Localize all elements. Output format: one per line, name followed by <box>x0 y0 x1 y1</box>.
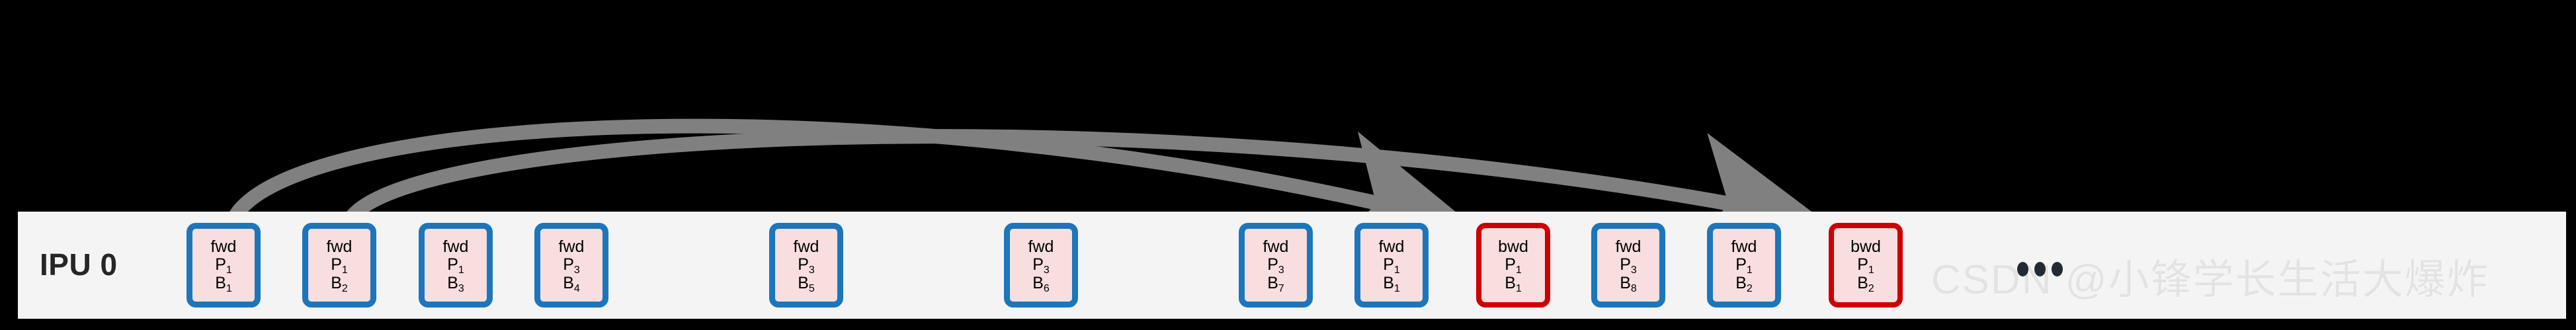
box-stage-label: P1 <box>1735 255 1753 276</box>
box-op-label: fwd <box>1615 237 1641 256</box>
box-op-label: fwd <box>1028 237 1054 256</box>
box-stage-label: P1 <box>215 255 232 276</box>
box-op-label: bwd <box>1498 237 1528 256</box>
box-stage-label: P3 <box>1267 255 1284 276</box>
box-batch-label: B1 <box>215 274 232 295</box>
box-stage-label: P1 <box>1857 255 1874 276</box>
box-batch-label: B2 <box>331 274 348 295</box>
ellipsis-indicator <box>2017 262 2063 276</box>
ellipsis-dot <box>2034 262 2046 276</box>
box-batch-label: B3 <box>447 274 464 295</box>
box-stage-label: P1 <box>1383 255 1400 276</box>
curve-arrow-fwd-p1-b2 <box>343 129 1825 262</box>
box-stage-label: P1 <box>447 255 464 276</box>
box-batch-label: B2 <box>1857 274 1874 295</box>
box-batch-label: B8 <box>1620 274 1637 295</box>
box-op-label: fwd <box>1731 237 1757 256</box>
box-stage-label: P1 <box>1505 255 1522 276</box>
box-batch-label: B4 <box>563 274 580 295</box>
ellipsis-dot <box>2052 262 2063 276</box>
box-batch-label: B6 <box>1032 274 1050 295</box>
box-op-label: fwd <box>1378 237 1405 256</box>
box-stage-label: P3 <box>1620 255 1637 276</box>
box-stage-label: P3 <box>1032 255 1050 276</box>
box-op-label: fwd <box>326 237 353 256</box>
ipu-lane-label: IPU 0 <box>40 247 118 282</box>
box-op-label: fwd <box>442 237 469 256</box>
box-batch-label: B2 <box>1735 274 1753 295</box>
box-stage-label: P3 <box>563 255 580 276</box>
ellipsis-dot <box>2017 262 2028 276</box>
box-batch-label: B1 <box>1505 274 1522 295</box>
box-batch-label: B1 <box>1383 274 1400 295</box>
box-stage-label: P3 <box>798 255 815 276</box>
box-op-label: fwd <box>210 237 237 256</box>
box-op-label: fwd <box>793 237 819 256</box>
box-batch-label: B7 <box>1267 274 1284 295</box>
box-op-label: bwd <box>1850 237 1881 256</box>
box-op-label: fwd <box>1263 237 1289 256</box>
box-stage-label: P1 <box>331 255 348 276</box>
box-batch-label: B5 <box>798 274 815 295</box>
box-op-label: fwd <box>558 237 585 256</box>
curve-arrow-fwd-p1-b1 <box>226 118 1472 259</box>
